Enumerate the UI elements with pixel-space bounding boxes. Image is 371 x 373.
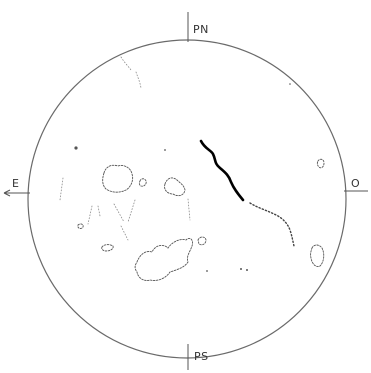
faint-streak [97, 205, 101, 217]
solar-disk-outline [27, 39, 347, 359]
west-label: O [351, 177, 360, 190]
speck [246, 269, 248, 271]
faint-streak [187, 198, 191, 221]
faint-streak [87, 205, 93, 225]
east-arrow-icon [3, 189, 11, 197]
faint-streak [120, 225, 129, 241]
dark-filament [199, 139, 245, 202]
east-label: E [12, 177, 19, 190]
filament-dotted-trail [249, 202, 295, 247]
faint-streak [113, 203, 125, 223]
north-label: PN [193, 23, 209, 36]
faint-streak [127, 199, 136, 223]
plage-region [138, 178, 147, 187]
plage-region [77, 223, 84, 229]
plage-region [164, 177, 186, 197]
plage-region [310, 244, 325, 267]
south-label: PS [194, 350, 209, 363]
speck [164, 149, 166, 151]
faint-streak [59, 177, 64, 201]
plage-region [316, 158, 325, 169]
speck [74, 146, 78, 150]
speck [206, 270, 208, 272]
plage-region [197, 236, 207, 246]
plage-region [101, 244, 114, 252]
speck [289, 83, 291, 85]
faint-streak [120, 56, 132, 71]
plage-region [134, 237, 193, 281]
plage-region [102, 164, 134, 193]
faint-streak [135, 71, 142, 89]
speck [240, 268, 242, 270]
